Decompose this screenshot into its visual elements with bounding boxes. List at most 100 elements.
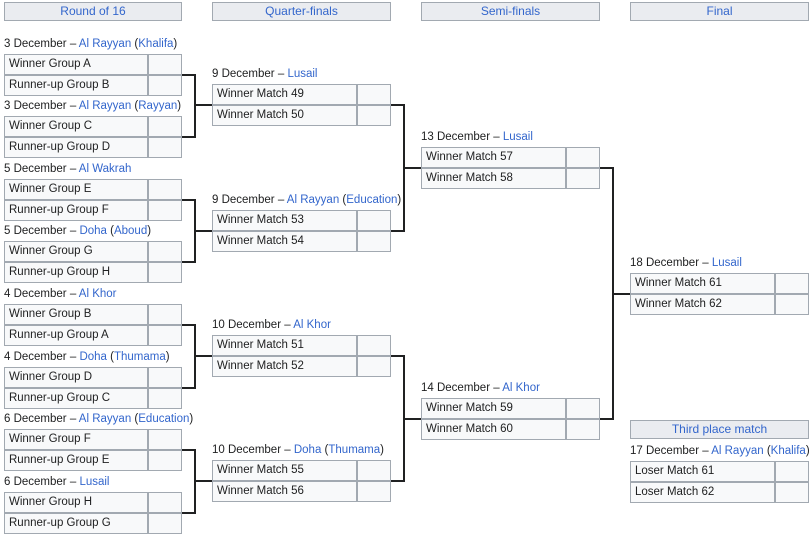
semi-finals-header[interactable]: Semi-finals (421, 2, 600, 21)
match-date-venue: 10 December – Al Khor (212, 319, 331, 331)
team-slot: Winner Match 61 (630, 273, 775, 294)
match-date: 4 December (4, 351, 67, 363)
venue-link[interactable]: Al Wakrah (78, 163, 132, 175)
match-date: 3 December (4, 38, 67, 50)
team-slot: Winner Group C (4, 116, 148, 137)
team-slot: Winner Group H (4, 492, 148, 513)
final-header[interactable]: Final (630, 2, 809, 21)
score-cell (357, 460, 391, 481)
venue-link[interactable]: Al Khor (293, 319, 331, 331)
match-date: 6 December (4, 413, 67, 425)
venue-link[interactable]: Al Rayyan (78, 413, 132, 425)
match-date: 14 December (421, 382, 491, 394)
team-slot: Runner-up Group F (4, 200, 148, 221)
match-date-venue: 10 December – Doha (Thumama) (212, 444, 384, 456)
venue-link[interactable]: Al Khor (78, 288, 117, 300)
team-slot: Winner Match 59 (421, 398, 566, 419)
bracket-connector (182, 449, 212, 514)
score-cell (357, 481, 391, 502)
match-date-venue: 6 December – Lusail (4, 476, 110, 488)
match-date: 17 December (630, 445, 700, 457)
venue-link[interactable]: Al Khor (502, 382, 540, 394)
third-place-header[interactable]: Third place match (630, 420, 809, 439)
team-slot: Runner-up Group B (4, 75, 148, 96)
score-cell (148, 304, 182, 325)
match-date-venue: 5 December – Doha (Aboud) (4, 225, 152, 237)
venue-link[interactable]: Al Rayyan (78, 38, 132, 50)
match-date-venue: 6 December – Al Rayyan (Education) (4, 413, 194, 425)
score-cell (148, 367, 182, 388)
match-date-venue: 4 December – Al Khor (4, 288, 117, 300)
team-slot: Winner Match 52 (212, 356, 357, 377)
quarter-finals-header[interactable]: Quarter-finals (212, 2, 391, 21)
bracket-connector (182, 324, 212, 389)
score-cell (148, 179, 182, 200)
team-slot: Loser Match 62 (630, 482, 775, 503)
stadium-link[interactable]: Aboud (113, 225, 148, 237)
match-date-venue: 9 December – Lusail (212, 68, 318, 80)
round-of-16-header[interactable]: Round of 16 (4, 2, 182, 21)
team-slot: Winner Group D (4, 367, 148, 388)
team-slot: Winner Match 53 (212, 210, 357, 231)
team-slot: Winner Match 57 (421, 147, 566, 168)
match-date-venue: 14 December – Al Khor (421, 382, 540, 394)
venue-link[interactable]: Doha (293, 444, 322, 456)
stadium-link[interactable]: Thumama (113, 351, 166, 363)
team-slot: Winner Group B (4, 304, 148, 325)
score-cell (357, 231, 391, 252)
team-slot: Winner Match 60 (421, 419, 566, 440)
score-cell (566, 398, 600, 419)
venue-link[interactable]: Lusail (287, 68, 318, 80)
match-date: 13 December (421, 131, 491, 143)
bracket-connector (600, 167, 630, 420)
stadium-link[interactable]: Khalifa (770, 445, 806, 457)
stadium-link[interactable]: Khalifa (138, 38, 174, 50)
score-cell (357, 210, 391, 231)
score-cell (148, 241, 182, 262)
match-date-venue: 5 December – Al Wakrah (4, 163, 132, 175)
venue-link[interactable]: Lusail (711, 257, 742, 269)
stadium-link[interactable]: Education (138, 413, 190, 425)
bracket-connector (391, 104, 421, 232)
match-date: 9 December (212, 68, 275, 80)
match-date: 5 December (4, 163, 67, 175)
match-date: 3 December (4, 100, 67, 112)
venue-link[interactable]: Doha (79, 225, 107, 237)
team-slot: Runner-up Group E (4, 450, 148, 471)
venue-link[interactable]: Lusail (79, 476, 110, 488)
team-slot: Runner-up Group A (4, 325, 148, 346)
team-slot: Winner Match 56 (212, 481, 357, 502)
match-date-venue: 3 December – Al Rayyan (Khalifa) (4, 38, 178, 50)
team-slot: Winner Match 54 (212, 231, 357, 252)
match-date: 10 December (212, 319, 282, 331)
score-cell (148, 325, 182, 346)
match-date: 5 December (4, 225, 67, 237)
score-cell (775, 461, 809, 482)
match-date: 6 December (4, 476, 67, 488)
score-cell (357, 105, 391, 126)
team-slot: Winner Group G (4, 241, 148, 262)
stadium-link[interactable]: Education (346, 194, 398, 206)
venue-link[interactable]: Al Rayyan (78, 100, 132, 112)
score-cell (357, 335, 391, 356)
venue-link[interactable]: Lusail (502, 131, 533, 143)
team-slot: Winner Match 50 (212, 105, 357, 126)
team-slot: Runner-up Group C (4, 388, 148, 409)
match-date: 9 December (212, 194, 275, 206)
team-slot: Winner Match 55 (212, 460, 357, 481)
venue-link[interactable]: Al Rayyan (711, 445, 764, 457)
score-cell (148, 388, 182, 409)
match-date-venue: 13 December – Lusail (421, 131, 533, 143)
stadium-link[interactable]: Thumama (328, 444, 381, 456)
score-cell (148, 116, 182, 137)
stadium-link[interactable]: Rayyan (138, 100, 178, 112)
score-cell (357, 356, 391, 377)
venue-link[interactable]: Doha (79, 351, 107, 363)
team-slot: Winner Group A (4, 54, 148, 75)
match-date: 18 December (630, 257, 700, 269)
venue-link[interactable]: Al Rayyan (286, 194, 340, 206)
score-cell (148, 54, 182, 75)
score-cell (148, 200, 182, 221)
